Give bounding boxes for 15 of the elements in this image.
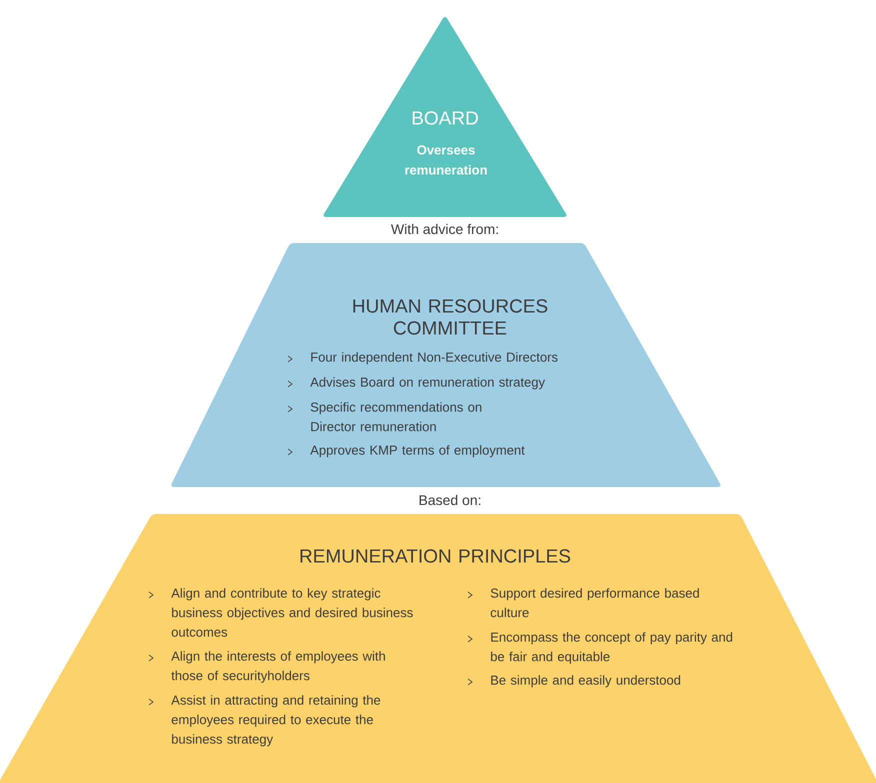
bullet-item: Align and contribute to key strategic business objectives and desired business outcomes	[148, 588, 413, 637]
pyramid-tier: BOARD Oversees remuneration	[324, 16, 566, 217]
connector-label: With advice from:	[391, 224, 498, 234]
pyramid-tier: HUMAN RESOURCES COMMITTEE Four independent Non-Executive Directors Advises Board on remuneration strategy Specific recommendations on Director remuneration Approves KMP terms of employment	[171, 242, 720, 487]
bullet-item: Approves KMP terms of employment	[288, 445, 525, 458]
bullet-item: Support desired performance based culture	[468, 588, 699, 618]
bullet-item: Four independent Non-Executive Directors	[288, 352, 558, 364]
bullet-item: Be simple and easily understood	[468, 675, 680, 688]
bullet-item: Specific recommendations on Director remuneration	[288, 402, 482, 432]
bullet-item: Align the interests of employees with those of securityholders	[148, 651, 385, 683]
connector-label: Based on:	[420, 494, 480, 506]
bullet-item: Advises Board on remuneration strategy	[288, 377, 545, 390]
pyramid-tier: REMUNERATION PRINCIPLES Align and contribute to key strategic business objectives and desired business outcomes Align the interests of employees with those of securityholders Assist in attracting and retaining the employees required to execute the business strategy Support desired performance based culture Encompass the concept of pay parity and be fair and equitable Be simple and easily understood	[0, 514, 876, 783]
bullet-item: Encompass the concept of pay parity and be fair and equitable	[468, 632, 732, 664]
bullet-item: Assist in attracting and retaining the employees required to execute the business strategy	[148, 695, 380, 746]
